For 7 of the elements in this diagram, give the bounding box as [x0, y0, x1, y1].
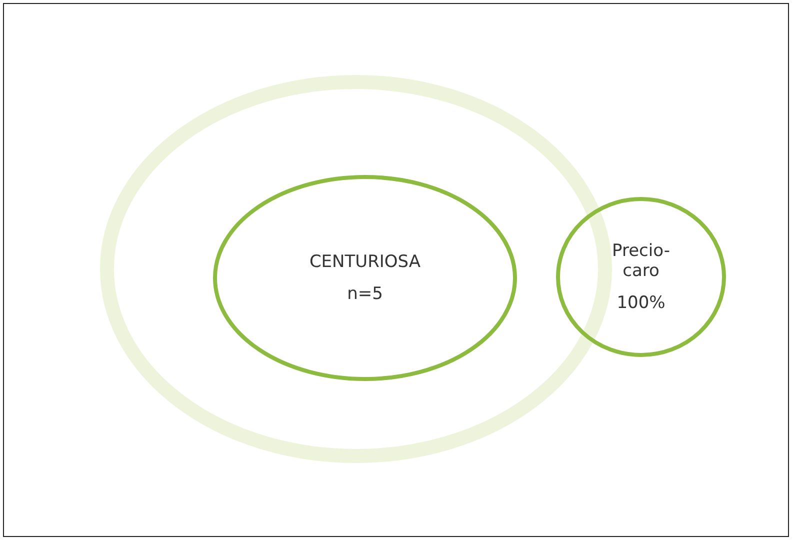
node-label: CENTURIOSA	[309, 252, 421, 272]
outer-ellipse	[100, 75, 612, 463]
ellipse-node	[213, 175, 517, 381]
node-label: 100%	[616, 293, 666, 313]
circle-node	[556, 197, 726, 357]
node-label: Precio-caro	[611, 241, 671, 281]
node-label: n=5	[347, 284, 383, 304]
